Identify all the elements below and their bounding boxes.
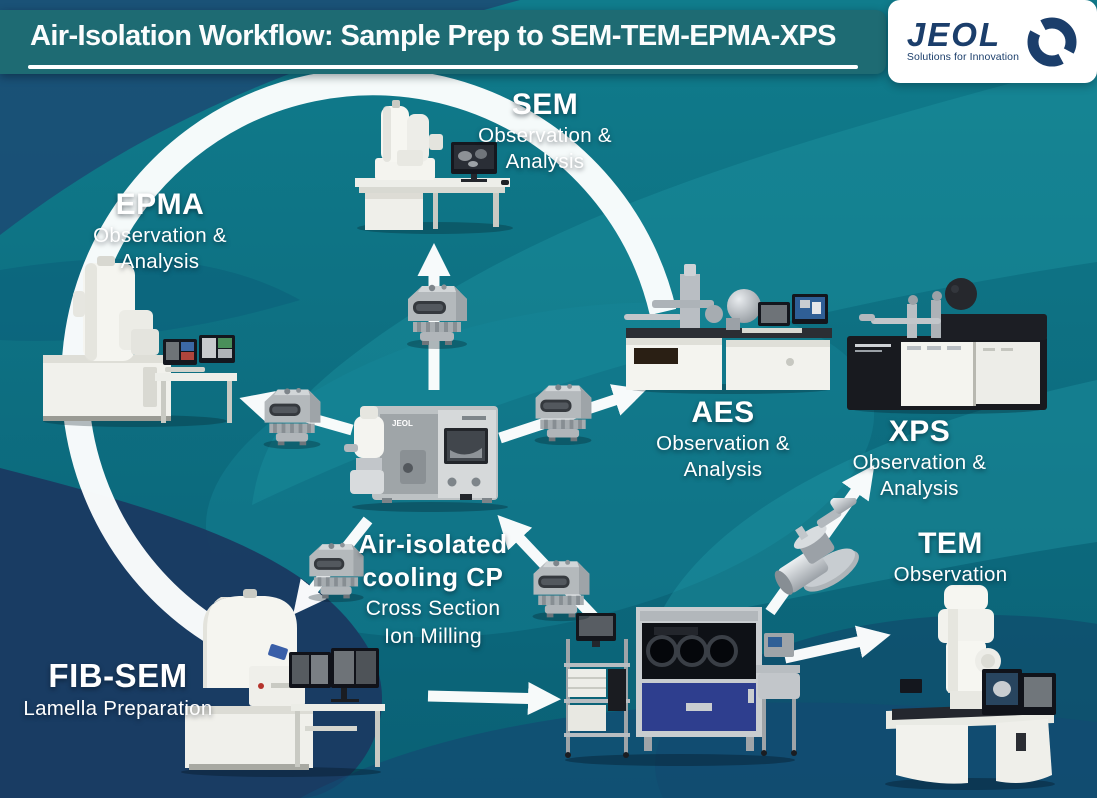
cp-label-line-1: Air-isolated xyxy=(358,529,508,559)
aes-label: AES xyxy=(691,396,755,429)
xps-label-group: XPS Observation & Analysis xyxy=(822,415,1017,501)
fibsem-label-group: FIB-SEM Lamella Preparation xyxy=(2,657,234,721)
tem-sublabel-1: Observation xyxy=(893,562,1008,586)
cooling-cp-machine-image: JEOL xyxy=(344,406,508,512)
epma-machine-image xyxy=(43,256,237,427)
fibsem-label: FIB-SEM xyxy=(48,657,188,694)
sem-sublabel-1: Observation & xyxy=(478,123,612,147)
tem-machine-image xyxy=(885,585,1056,790)
tem-label-group: TEM Observation xyxy=(858,527,1043,587)
cp-sublabel-2: Ion Milling xyxy=(384,624,482,648)
transfer-capsule-image xyxy=(526,376,600,446)
epma-sublabel-2: Analysis xyxy=(120,249,200,273)
title-underline xyxy=(28,65,858,69)
aes-label-group: AES Observation & Analysis xyxy=(628,396,818,482)
aes-sublabel-2: Analysis xyxy=(683,457,763,481)
epma-sublabel-1: Observation & xyxy=(93,223,227,247)
transfer-capsule-image xyxy=(255,380,329,450)
fibsem-sublabel-1: Lamella Preparation xyxy=(23,696,213,720)
jeol-logo-card: JEOL Solutions for Innovation xyxy=(888,0,1097,83)
jeol-brand: JEOL xyxy=(906,15,1002,53)
transfer-capsule-image xyxy=(398,276,476,350)
sem-sublabel-2: Analysis xyxy=(505,149,585,173)
epma-label: EPMA xyxy=(115,188,205,221)
page-title: Air-Isolation Workflow: Sample Prep to S… xyxy=(30,20,837,52)
jeol-logo-text: JEOL Solutions for Innovation xyxy=(906,15,1020,64)
jeol-swoosh-icon xyxy=(1026,15,1079,68)
xps-sublabel-2: Analysis xyxy=(880,476,959,500)
sem-label: SEM xyxy=(511,88,579,121)
cp-brand-text: JEOL xyxy=(392,419,413,428)
tem-label: TEM xyxy=(918,527,983,560)
epma-label-group: EPMA Observation & Analysis xyxy=(65,188,255,274)
sem-label-group: SEM Observation & Analysis xyxy=(455,88,635,174)
cp-label-group: Air-isolated cooling CP Cross Section Io… xyxy=(328,528,538,648)
title-banner: Air-Isolation Workflow: Sample Prep to S… xyxy=(0,10,886,74)
jeol-tagline: Solutions for Innovation xyxy=(906,51,1020,64)
glovebox-machine-image xyxy=(564,607,800,766)
xps-label: XPS xyxy=(888,415,951,448)
aes-machine-image xyxy=(624,264,832,394)
aes-sublabel-1: Observation & xyxy=(656,431,790,455)
xps-sublabel-1: Observation & xyxy=(852,450,987,474)
cp-label-line-2: cooling CP xyxy=(362,561,504,592)
cp-sublabel-1: Cross Section xyxy=(365,597,501,620)
xps-machine-image xyxy=(847,278,1047,414)
